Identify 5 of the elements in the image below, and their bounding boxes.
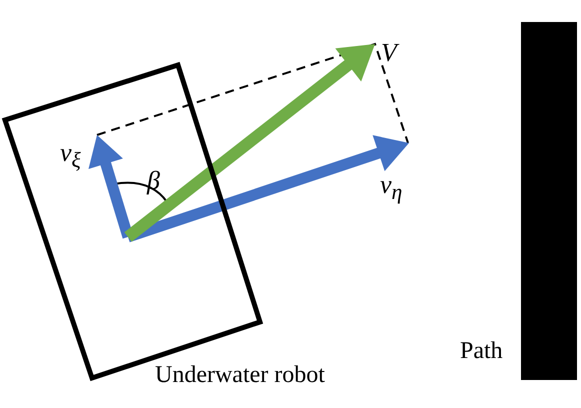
math-symbol: v$_{ξ}$	[60, 140, 81, 172]
math-symbol: V	[381, 40, 397, 66]
robot-label: Underwater robot	[155, 363, 325, 387]
path-label: Path	[460, 339, 503, 363]
math-symbol: v$_{η}$	[380, 172, 402, 204]
